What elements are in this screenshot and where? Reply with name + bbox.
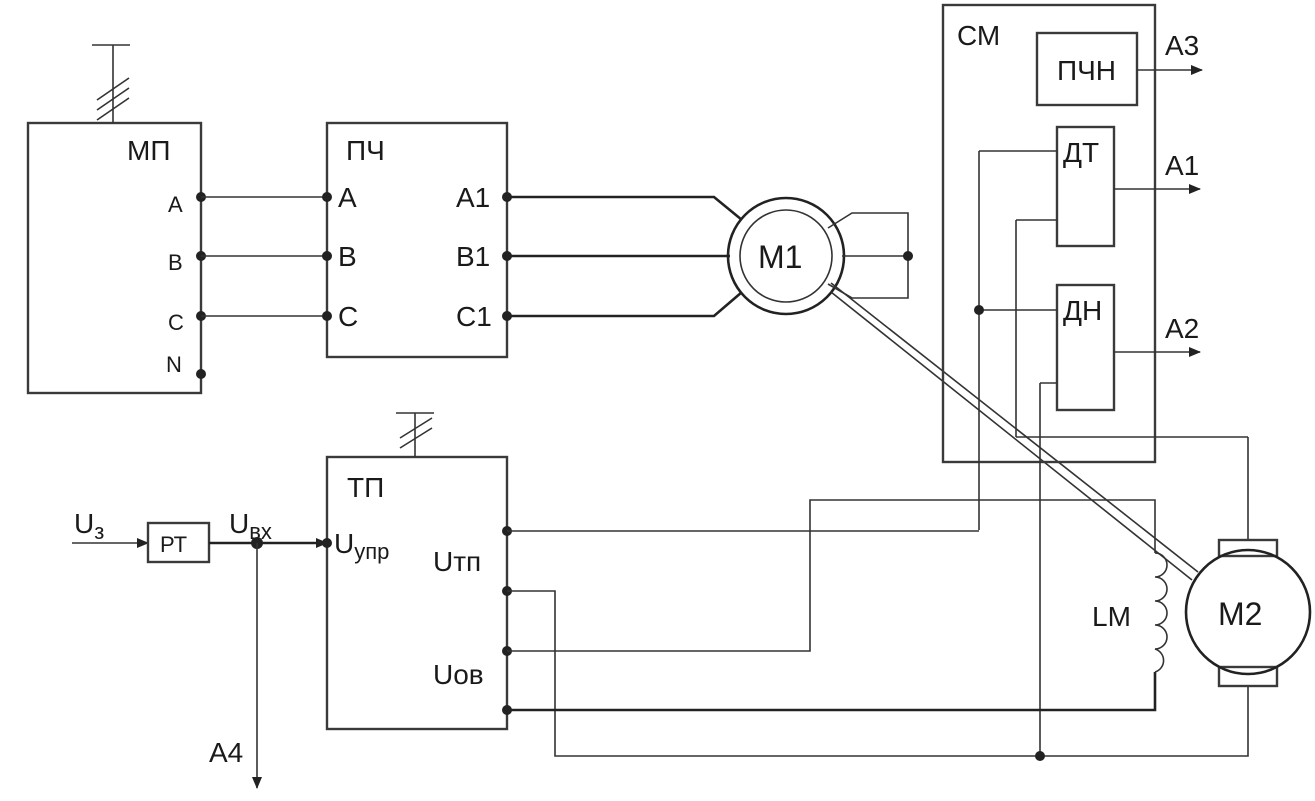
dt-label: ДТ bbox=[1063, 137, 1099, 168]
signal-a1: А1 bbox=[1165, 150, 1199, 181]
signal-a3: А3 bbox=[1165, 30, 1199, 61]
tp-input-uupr: Uупр bbox=[334, 528, 389, 564]
tp-title: ТП bbox=[347, 472, 384, 503]
motor-m2: М2 bbox=[1184, 538, 1312, 688]
dn-label: ДН bbox=[1063, 295, 1102, 326]
tp-output-utp: Uтп bbox=[433, 546, 481, 577]
m1-label: М1 bbox=[758, 239, 802, 275]
signal-a2: А2 bbox=[1165, 313, 1199, 344]
pch-block: ПЧ A B C A1 B1 C1 bbox=[322, 121, 512, 359]
pch-output-c1: C1 bbox=[456, 301, 492, 332]
pchn-label: ПЧН bbox=[1057, 55, 1116, 86]
mp-terminal-a: A bbox=[168, 192, 183, 217]
mp-pch-wires bbox=[201, 196, 327, 317]
pch-input-a: A bbox=[338, 182, 357, 213]
shaft-coupling bbox=[830, 282, 1199, 581]
sm-block: СМ ПЧН А3 ДТ А1 ДН А2 bbox=[941, 3, 1249, 756]
field-winding-lm: LM bbox=[1092, 552, 1168, 673]
pch-title: ПЧ bbox=[346, 135, 385, 166]
pch-output-a1: A1 bbox=[456, 182, 490, 213]
mp-title: МП bbox=[127, 135, 170, 166]
pch-m1-wires bbox=[507, 195, 743, 318]
tp-output-uov: Uов bbox=[433, 659, 484, 690]
mp-block: МП A B C N bbox=[26, 44, 206, 395]
signal-a4: А4 bbox=[209, 737, 243, 768]
mp-terminal-c: C bbox=[168, 310, 184, 335]
signal-u3: Uз bbox=[74, 508, 104, 544]
mp-terminal-n: N bbox=[166, 352, 182, 377]
pch-input-b: B bbox=[338, 241, 357, 272]
tp-output-wires bbox=[507, 499, 1249, 761]
tp-block: ТП Uупр Uтп Uов bbox=[322, 412, 512, 731]
rt-block: Uз РТ Uвх А4 bbox=[72, 508, 328, 789]
pch-input-c: C bbox=[338, 301, 358, 332]
mp-terminal-b: B bbox=[168, 250, 183, 275]
pch-output-b1: B1 bbox=[456, 241, 490, 272]
rt-label: РТ bbox=[160, 532, 187, 557]
lm-label: LM bbox=[1092, 601, 1131, 632]
sm-title: СМ bbox=[957, 20, 1000, 51]
signal-uvx: Uвх bbox=[229, 508, 272, 544]
motor-m1: М1 bbox=[726, 196, 913, 316]
m2-label: М2 bbox=[1218, 596, 1262, 632]
